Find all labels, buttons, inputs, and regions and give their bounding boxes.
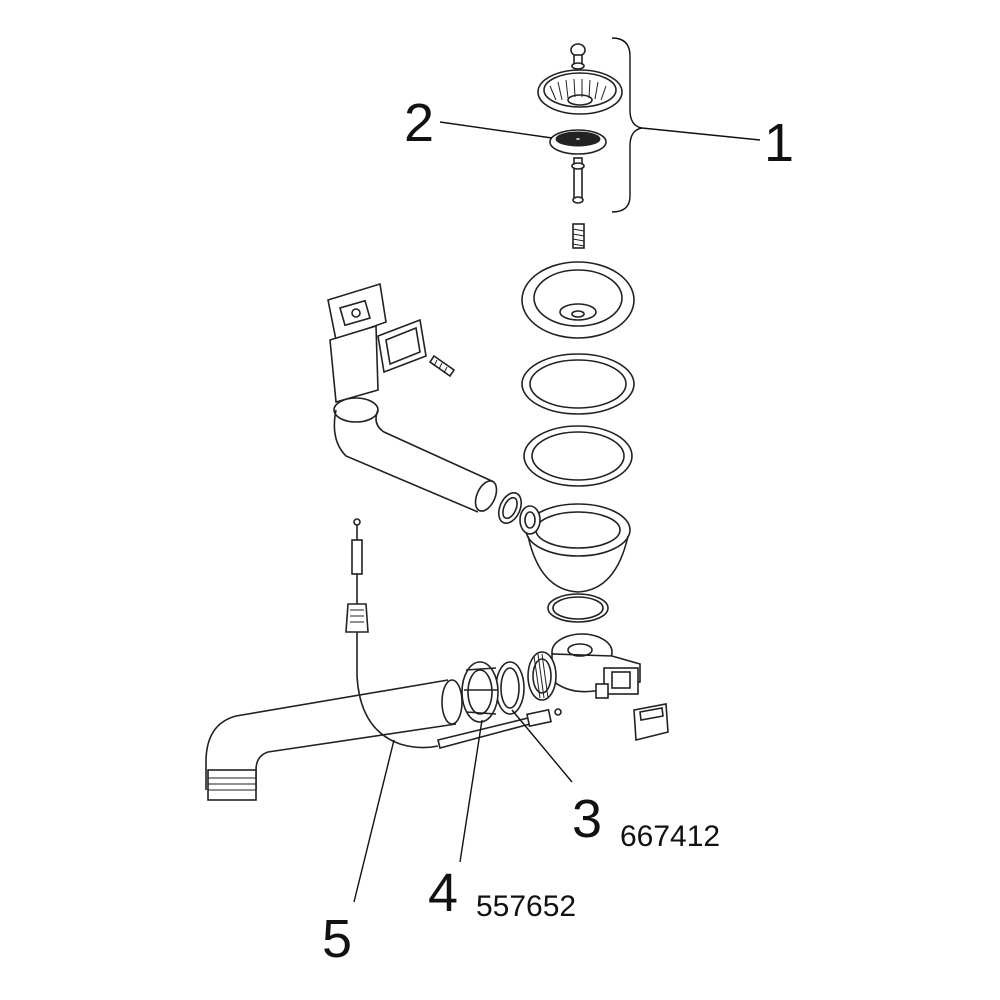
callout-4-number: 4 (428, 863, 459, 923)
callout-3-number: 3 (572, 789, 603, 849)
callout-3-part-number: 667412 (620, 820, 721, 853)
strainer-assembly (537, 37, 643, 213)
threaded-bolt (572, 223, 585, 249)
leader-line-2 (439, 121, 553, 139)
gasket-ring-2 (523, 425, 633, 487)
leader-line-4 (459, 719, 483, 863)
valve-housing (551, 633, 641, 699)
drain-body (519, 503, 631, 593)
gasket-ring-1 (521, 353, 635, 415)
tube-o-ring (497, 492, 523, 524)
callout-1-number: 1 (764, 113, 795, 173)
label-tag (633, 703, 669, 742)
callout-2-number: 2 (404, 93, 435, 153)
leader-line-3 (511, 709, 573, 783)
threaded-connector (527, 651, 557, 701)
callout-4-part-number: 557652 (476, 890, 577, 923)
leader-line-5 (353, 739, 395, 903)
sink-flange (521, 261, 635, 339)
nut-part-4 (461, 661, 499, 723)
callout-5-number: 5 (322, 909, 353, 969)
bowden-cable (345, 518, 562, 749)
waste-pipe (205, 679, 463, 801)
leader-line-1 (641, 127, 761, 141)
gasket-part-3 (495, 661, 525, 715)
overflow-gasket (377, 318, 427, 374)
overflow-head (327, 282, 387, 423)
overflow-tube (333, 409, 498, 513)
overflow-screw (428, 354, 456, 378)
small-o-ring (547, 593, 609, 623)
